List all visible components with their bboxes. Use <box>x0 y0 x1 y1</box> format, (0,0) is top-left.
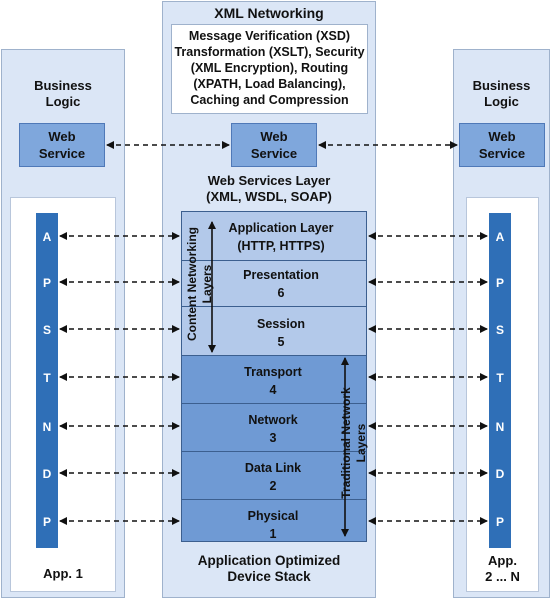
left-title-line1: Business <box>34 78 92 93</box>
right-web-service-box[interactable]: Web Service <box>459 123 545 167</box>
right-app-label-line2: 2 ... N <box>485 569 520 584</box>
center-web-service-box[interactable]: Web Service <box>231 123 317 167</box>
center-title: XML Networking <box>214 5 324 21</box>
right-title: Business Logic <box>453 78 550 110</box>
ws-layer-line1: Web Services Layer <box>207 173 331 188</box>
layer-data-link[interactable] <box>182 452 366 500</box>
layer-data-link-label: Data Link 2 <box>206 459 340 495</box>
layer-session-label: Session 5 <box>214 315 348 351</box>
left-letter-d: D <box>42 467 52 481</box>
center-footer-line1: Application Optimized <box>197 553 341 568</box>
features-line-4: (XPATH, Load Balancing), <box>193 77 346 91</box>
layer-network-label: Network 3 <box>206 411 340 447</box>
left-letter-s: S <box>42 323 51 337</box>
left-letter-p2: P <box>42 515 51 529</box>
right-letter-d: D <box>495 467 505 481</box>
right-title-line2: Logic <box>484 94 519 109</box>
layer-network[interactable] <box>182 404 366 452</box>
right-letter-n: N <box>495 420 505 434</box>
layer-presentation-name: Presentation <box>243 268 319 282</box>
left-web-service-line1: Web <box>48 129 76 144</box>
right-app-label-line1: App. <box>488 553 517 568</box>
layer-transport-label: Transport 4 <box>206 363 340 399</box>
center-web-service-line2: Service <box>250 146 298 161</box>
features-line-1: Message Verification (XSD) <box>188 29 351 43</box>
left-osi-bar <box>36 213 58 548</box>
center-footer: Application Optimized Device Stack <box>162 553 376 585</box>
ws-layer-line2: (XML, WSDL, SOAP) <box>206 189 332 204</box>
layer-network-name: Network <box>248 413 298 427</box>
layer-data-link-name: Data Link <box>244 461 302 475</box>
layer-session-name: Session <box>257 317 305 331</box>
layer-presentation-detail: 6 <box>277 286 285 300</box>
left-letter-a: A <box>42 230 52 244</box>
layer-physical[interactable] <box>182 500 366 541</box>
center-web-service-line1: Web <box>260 129 288 144</box>
features-line-2: Transformation (XSLT), Security <box>174 45 365 59</box>
features-line-5: Caching and Compression <box>190 93 349 107</box>
layer-application-detail: (HTTP, HTTPS) <box>237 239 325 253</box>
left-web-service-box[interactable]: Web Service <box>19 123 105 167</box>
right-letter-t: T <box>496 371 504 385</box>
layer-physical-name: Physical <box>247 509 299 523</box>
right-letter-p2: P <box>495 515 504 529</box>
layer-transport-detail: 4 <box>269 383 277 397</box>
layer-physical-detail: 1 <box>269 527 277 541</box>
left-letter-p1: P <box>42 276 51 290</box>
right-letter-s: S <box>495 323 504 337</box>
web-services-layer-label: Web Services Layer (XML, WSDL, SOAP) <box>162 173 376 205</box>
left-title-line2: Logic <box>45 94 81 109</box>
right-web-service-line1: Web <box>488 129 516 144</box>
layer-transport[interactable] <box>182 356 366 404</box>
layer-application-name: Application Layer <box>228 221 334 235</box>
right-web-service-line2: Service <box>478 146 526 161</box>
left-app-label: App. 1 <box>43 566 83 581</box>
layer-transport-name: Transport <box>244 365 302 379</box>
features-line-3: (XML Encryption), Routing <box>190 61 349 75</box>
left-web-service-line2: Service <box>38 146 86 161</box>
left-letter-n: N <box>42 420 52 434</box>
center-footer-line2: Device Stack <box>227 569 311 584</box>
layer-application-label: Application Layer (HTTP, HTTPS) <box>214 219 348 255</box>
layer-physical-label: Physical 1 <box>206 507 340 543</box>
features-box: Message Verification (XSD) Transformatio… <box>171 24 368 114</box>
layer-presentation-label: Presentation 6 <box>214 266 348 302</box>
layer-data-link-detail: 2 <box>269 479 277 493</box>
layer-session-detail: 5 <box>277 335 285 349</box>
left-letter-t: T <box>43 371 51 385</box>
right-osi-bar <box>489 213 511 548</box>
right-letter-a: A <box>495 230 505 244</box>
left-title: Business Logic <box>1 78 125 110</box>
right-app-label: App. 2 ... N <box>466 553 539 585</box>
right-letter-p1: P <box>495 276 504 290</box>
right-title-line1: Business <box>472 78 531 93</box>
left-app-box <box>10 197 116 592</box>
layer-network-detail: 3 <box>269 431 277 445</box>
